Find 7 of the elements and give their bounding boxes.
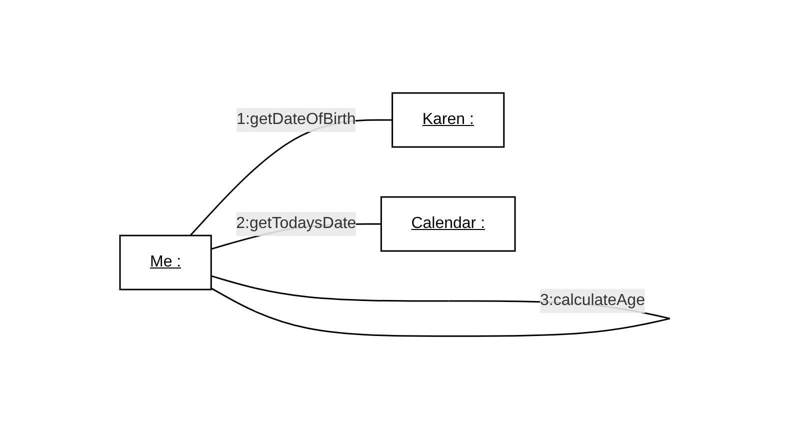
edge-label: 3:calculateAge xyxy=(540,292,646,310)
edge-label: 1:getDateOfBirth xyxy=(237,111,356,128)
node-box: Karen : xyxy=(392,92,506,148)
node-box: Me : xyxy=(120,235,212,291)
edge-label: 2:getTodaysDate xyxy=(236,215,357,232)
connector xyxy=(190,120,393,236)
node-box: Calendar : xyxy=(380,196,516,252)
